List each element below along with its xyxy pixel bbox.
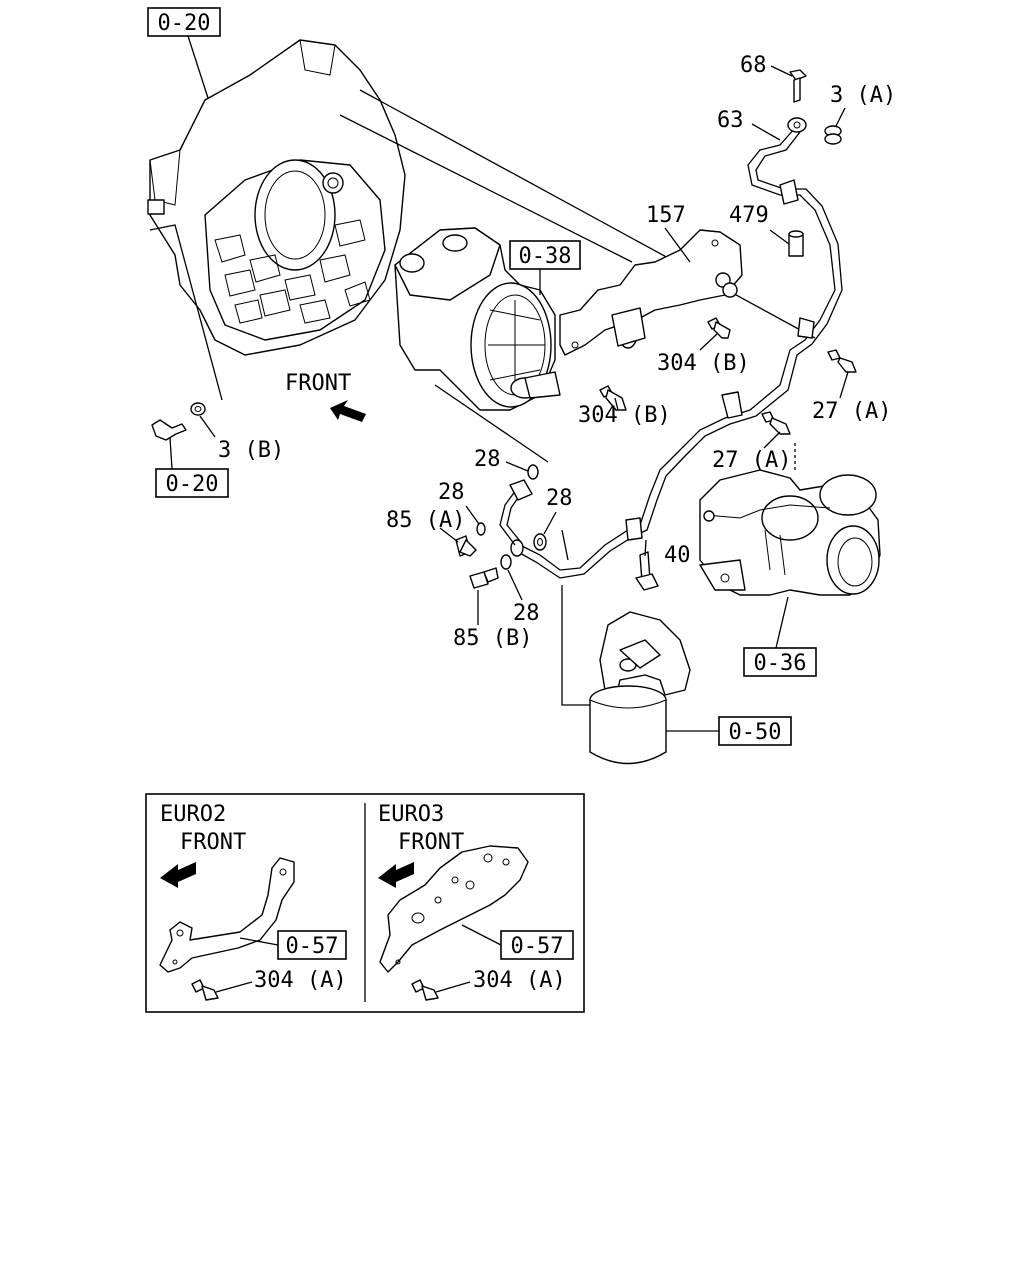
euro3-title: EURO3: [378, 802, 444, 827]
washer-28-bottom: [500, 554, 512, 570]
euro3-bolt: [411, 979, 439, 1001]
label-85a: 85 (A): [386, 508, 465, 533]
turbocharger: [699, 469, 881, 596]
euro2-bolt: [191, 979, 219, 1001]
bolt-85a: [455, 535, 477, 557]
label-28-right: 28: [546, 486, 573, 511]
label-63: 63: [717, 108, 744, 133]
bolt-40: [635, 551, 659, 591]
ref-filter: 0-50: [729, 720, 782, 745]
label-157: 157: [646, 203, 686, 228]
ref-box-filter: [718, 716, 792, 746]
bolt-68: [789, 69, 807, 103]
euro2-title: EURO2: [160, 802, 226, 827]
ref-box-turbo: [743, 647, 817, 677]
ref-euro2: 0-57: [286, 934, 339, 959]
euro2-front-arrow-icon: [160, 862, 196, 888]
housing-ribs: [214, 219, 371, 324]
ref-box-compressor: [509, 240, 581, 270]
euro2-front-label: FRONT: [180, 830, 246, 855]
label-28-left: 28: [438, 480, 465, 505]
euro3-part-label: 304 (A): [473, 968, 566, 993]
ref-box-euro2: [277, 930, 347, 960]
washer-28-left: [476, 522, 486, 536]
washer-28-top: [527, 464, 539, 480]
ref-box-euro3: [500, 930, 574, 960]
euro2-bracket: [159, 857, 295, 973]
label-3a: 3 (A): [830, 83, 896, 108]
label-68: 68: [740, 53, 767, 78]
label-479: 479: [729, 203, 769, 228]
ref-euro3: 0-57: [511, 934, 564, 959]
label-304b-left: 304 (B): [578, 403, 671, 428]
label-27a-mid: 27 (A): [712, 448, 791, 473]
bolt-washer-3b: [151, 402, 206, 441]
flywheel-housing: [147, 39, 406, 356]
washer-3a: [824, 125, 842, 145]
ref-turbo: 0-36: [754, 651, 807, 676]
label-28-top: 28: [474, 447, 501, 472]
label-3b: 3 (B): [218, 438, 284, 463]
spacer-479: [788, 230, 804, 257]
label-304b-right: 304 (B): [657, 351, 750, 376]
ref-housing-top: 0-20: [158, 11, 211, 36]
front-label: FRONT: [285, 371, 351, 396]
bolt-85b: [469, 567, 499, 589]
label-27a-right: 27 (A): [812, 399, 891, 424]
washer-28-right: [533, 533, 547, 551]
bolt-27a-mid: [761, 411, 791, 435]
front-arrow-icon: [330, 400, 366, 422]
bolt-304b-right: [707, 317, 731, 339]
ref-housing-bottom: 0-20: [166, 472, 219, 497]
ref-box-housing-bottom: [155, 468, 229, 498]
euro3-front-label: FRONT: [398, 830, 464, 855]
euro2-part-label: 304 (A): [254, 968, 347, 993]
euro3-bracket: [379, 845, 529, 973]
ref-compressor: 0-38: [519, 244, 572, 269]
label-40: 40: [664, 543, 691, 568]
label-85b: 85 (B): [453, 626, 532, 651]
bracket-157: [559, 229, 743, 356]
euro3-front-arrow-icon: [378, 862, 414, 888]
return-pipe: [499, 479, 533, 546]
oil-pipe-63: [510, 117, 843, 579]
ref-box-housing-top: [147, 7, 221, 37]
oil-filter: [589, 611, 691, 765]
label-28-bottom: 28: [513, 601, 540, 626]
bolt-27a-right: [827, 349, 857, 373]
ac-compressor: [394, 227, 561, 411]
